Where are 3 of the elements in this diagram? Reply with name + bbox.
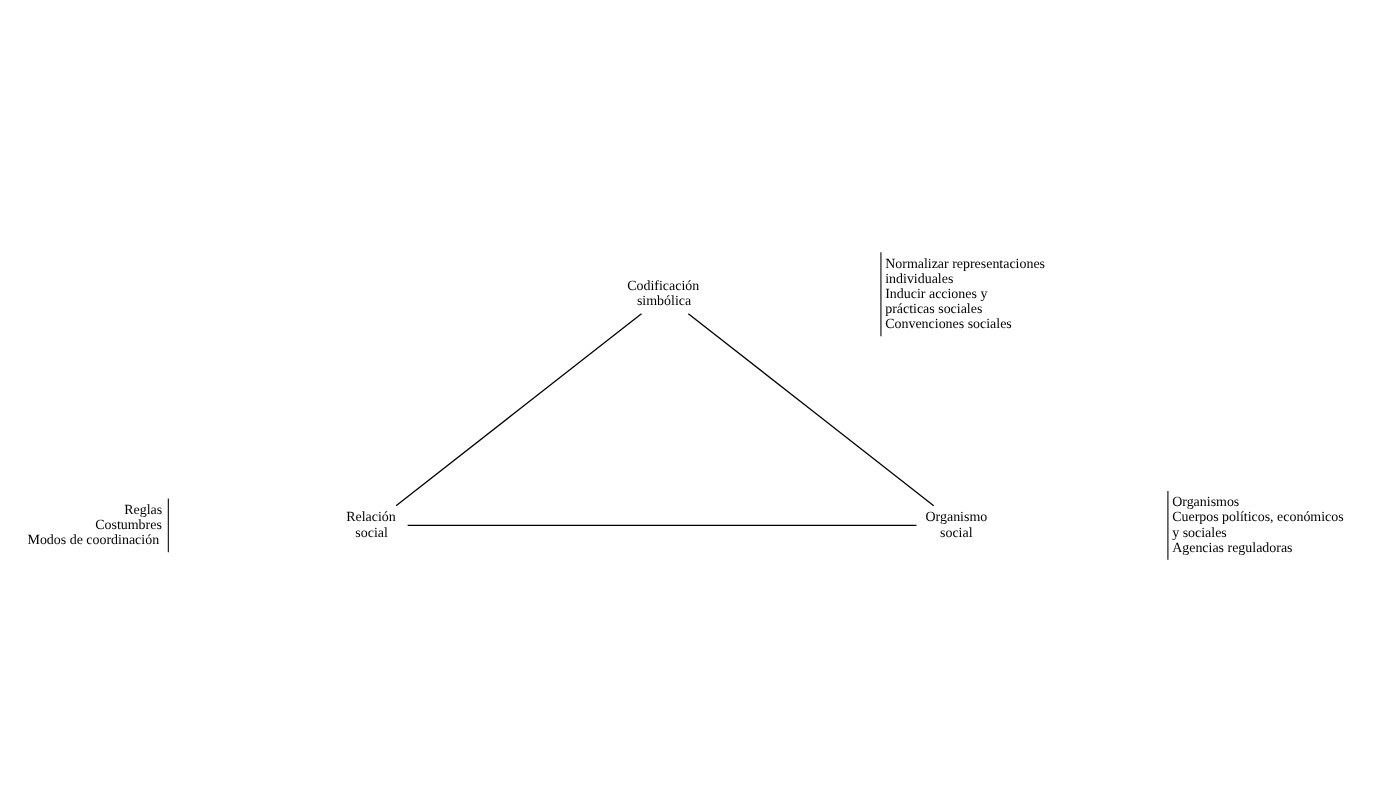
connector — [407, 523, 918, 525]
connector — [687, 312, 935, 506]
connector — [395, 312, 643, 506]
